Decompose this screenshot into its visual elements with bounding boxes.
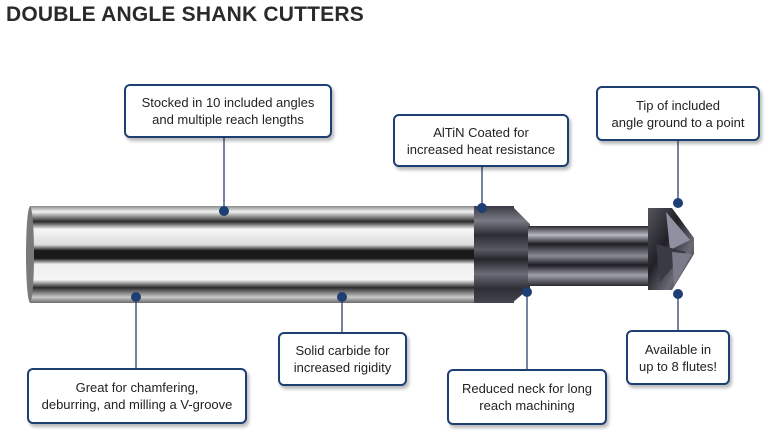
coated-section [474,206,530,303]
callout-dot-flutes [673,289,683,299]
callout-dot-angles [219,206,229,216]
callout-dots [131,198,683,302]
shank [26,206,490,303]
callout-dot-neck [522,287,532,297]
callout-angles-line-1: Stocked in 10 included angles [141,95,315,110]
callout-dot-tip [673,198,683,208]
callout-chamfer-line-1: Great for chamfering, [75,380,199,395]
callout-carbide-line-1: Solid carbide for [295,343,390,358]
reduced-neck [528,226,654,286]
callout-neck-line-2: reach machining [479,398,575,413]
cutting-head [648,208,694,290]
callout-coating: AlTiN Coated for increased heat resistan… [393,114,569,167]
callout-carbide-line-2: increased rigidity [293,360,392,375]
callout-flutes: Available in up to 8 flutes! [626,330,730,385]
callout-tip: Tip of included angle ground to a point [596,86,760,141]
callout-chamfer-line-2: deburring, and milling a V-groove [41,397,233,412]
callout-dot-carbide [337,292,347,302]
callout-dot-chamfer [131,292,141,302]
leader-lines [135,137,679,370]
callout-flutes-line-2: up to 8 flutes! [638,358,718,374]
page-title: DOUBLE ANGLE SHANK CUTTERS [6,3,364,26]
callout-angles: Stocked in 10 included angles and multip… [124,84,332,138]
callout-dot-coating [477,203,487,213]
callout-coating-line-1: AlTiN Coated for [433,124,529,140]
callout-angles-line-2: and multiple reach lengths [152,112,304,127]
callout-chamfer: Great for chamfering, deburring, and mil… [27,368,247,424]
callout-neck-line-1: Reduced neck for long [461,381,593,396]
callout-flutes-line-1: Available in [644,341,712,357]
callout-coating-line-2: increased heat resistance [406,141,556,157]
callout-tip-line-2: angle ground to a point [611,114,745,130]
callout-tip-line-1: Tip of included [635,97,721,113]
callout-carbide: Solid carbide for increased rigidity [278,332,407,386]
callout-neck: Reduced neck for long reach machining [447,369,607,425]
